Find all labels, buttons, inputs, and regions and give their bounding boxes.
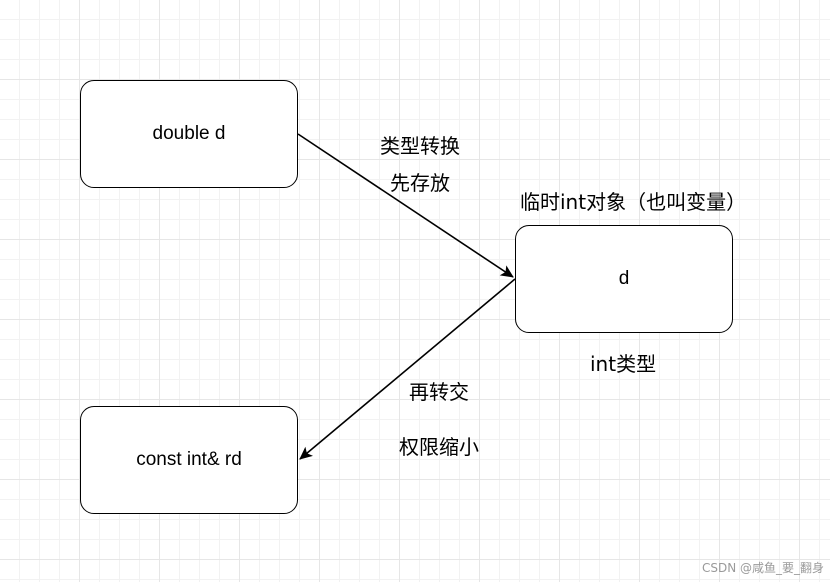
label-permission-narrow: 权限缩小 [399,435,479,459]
label-store-first: 先存放 [390,171,450,195]
node-double-d[interactable]: double d [80,80,298,188]
label-type-conversion: 类型转换 [380,134,460,158]
label-convert-again: 再转交 [409,380,469,404]
label-temp-object: 临时int对象（也叫变量） [520,190,747,214]
node-double-d-label: double d [152,123,226,144]
node-temp-int[interactable]: d [515,225,733,333]
node-temp-int-label: d [618,268,630,289]
watermark-text: CSDN @咸鱼_要_翻身 [701,561,824,575]
node-const-int-ref-label: const int& rd [136,449,242,470]
arrow-double-to-temp [297,133,514,278]
arrow-temp-to-const [299,278,516,460]
node-const-int-ref[interactable]: const int& rd [80,406,298,514]
label-int-type: int类型 [590,352,657,376]
